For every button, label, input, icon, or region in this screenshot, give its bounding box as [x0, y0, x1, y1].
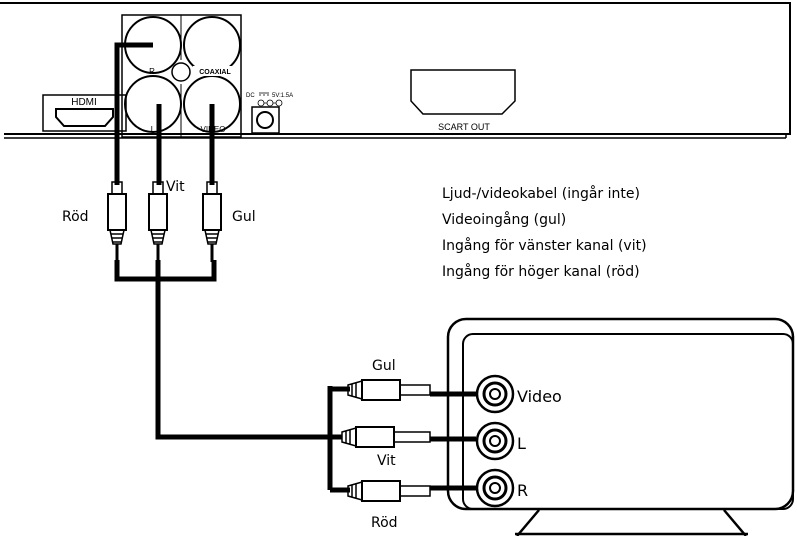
coaxial-label: COAXIAL — [199, 69, 231, 76]
dc-label: DC — [246, 93, 255, 99]
hdmi-label: HDMI — [71, 97, 97, 108]
jack-l — [124, 75, 182, 133]
center-hole — [171, 62, 191, 82]
rca-plug-white-tv — [341, 426, 431, 448]
hdmi-port: HDMI — [42, 94, 127, 132]
tv-jack-l — [475, 421, 515, 461]
rca-plug-red-tv — [347, 480, 431, 502]
dc-power-input: DC 5V:1.5A — [246, 92, 293, 134]
rca-plug-white — [148, 181, 168, 262]
legend: Ljud-/videokabel (ingår inte) Videoingån… — [442, 181, 647, 285]
legend-item-video-input: Videoingång (gul) — [442, 212, 567, 228]
cable-label-yellow-device: Gul — [232, 209, 256, 225]
scart-label: SCART OUT — [438, 122, 490, 132]
jack-l-label: L — [151, 125, 156, 134]
cable-label-yellow-tv: Gul — [372, 358, 396, 374]
tv-l-label: L — [517, 434, 526, 453]
device-rear-panel: HDMI R COAXIAL L VIDEO DC 5V:1.5A — [0, 2, 791, 139]
rca-jack-panel: R COAXIAL L VIDEO — [121, 14, 242, 138]
tv-stand — [516, 509, 747, 536]
tv-video-label: Video — [517, 387, 562, 406]
tv-jack-r — [475, 468, 515, 508]
cable-label-red-tv: Röd — [371, 515, 398, 531]
rca-plug-red — [107, 181, 127, 262]
tv-r-label: R — [517, 481, 528, 500]
scart-port: SCART OUT — [410, 69, 516, 132]
jack-coaxial — [183, 16, 241, 74]
polarity-icon — [257, 99, 283, 107]
device-side-cables — [114, 42, 333, 490]
cable-label-white-tv: Vit — [377, 453, 396, 469]
dc-rating: 5V:1.5A — [272, 93, 293, 99]
jack-r-label: R — [149, 67, 155, 76]
legend-item-cable: Ljud-/videokabel (ingår inte) — [442, 186, 640, 202]
rca-plug-yellow — [202, 181, 222, 262]
tv-set: Video L R — [446, 317, 795, 536]
rca-plug-yellow-tv — [347, 379, 431, 401]
legend-item-right-input: Ingång för höger kanal (röd) — [442, 264, 640, 280]
tv-jack-video — [475, 374, 515, 414]
cable-label-white-device: Vit — [166, 179, 185, 195]
legend-item-left-input: Ingång för vänster kanal (vit) — [442, 238, 647, 254]
cable-label-red-device: Röd — [62, 209, 89, 225]
tv-side-cables — [330, 386, 476, 493]
